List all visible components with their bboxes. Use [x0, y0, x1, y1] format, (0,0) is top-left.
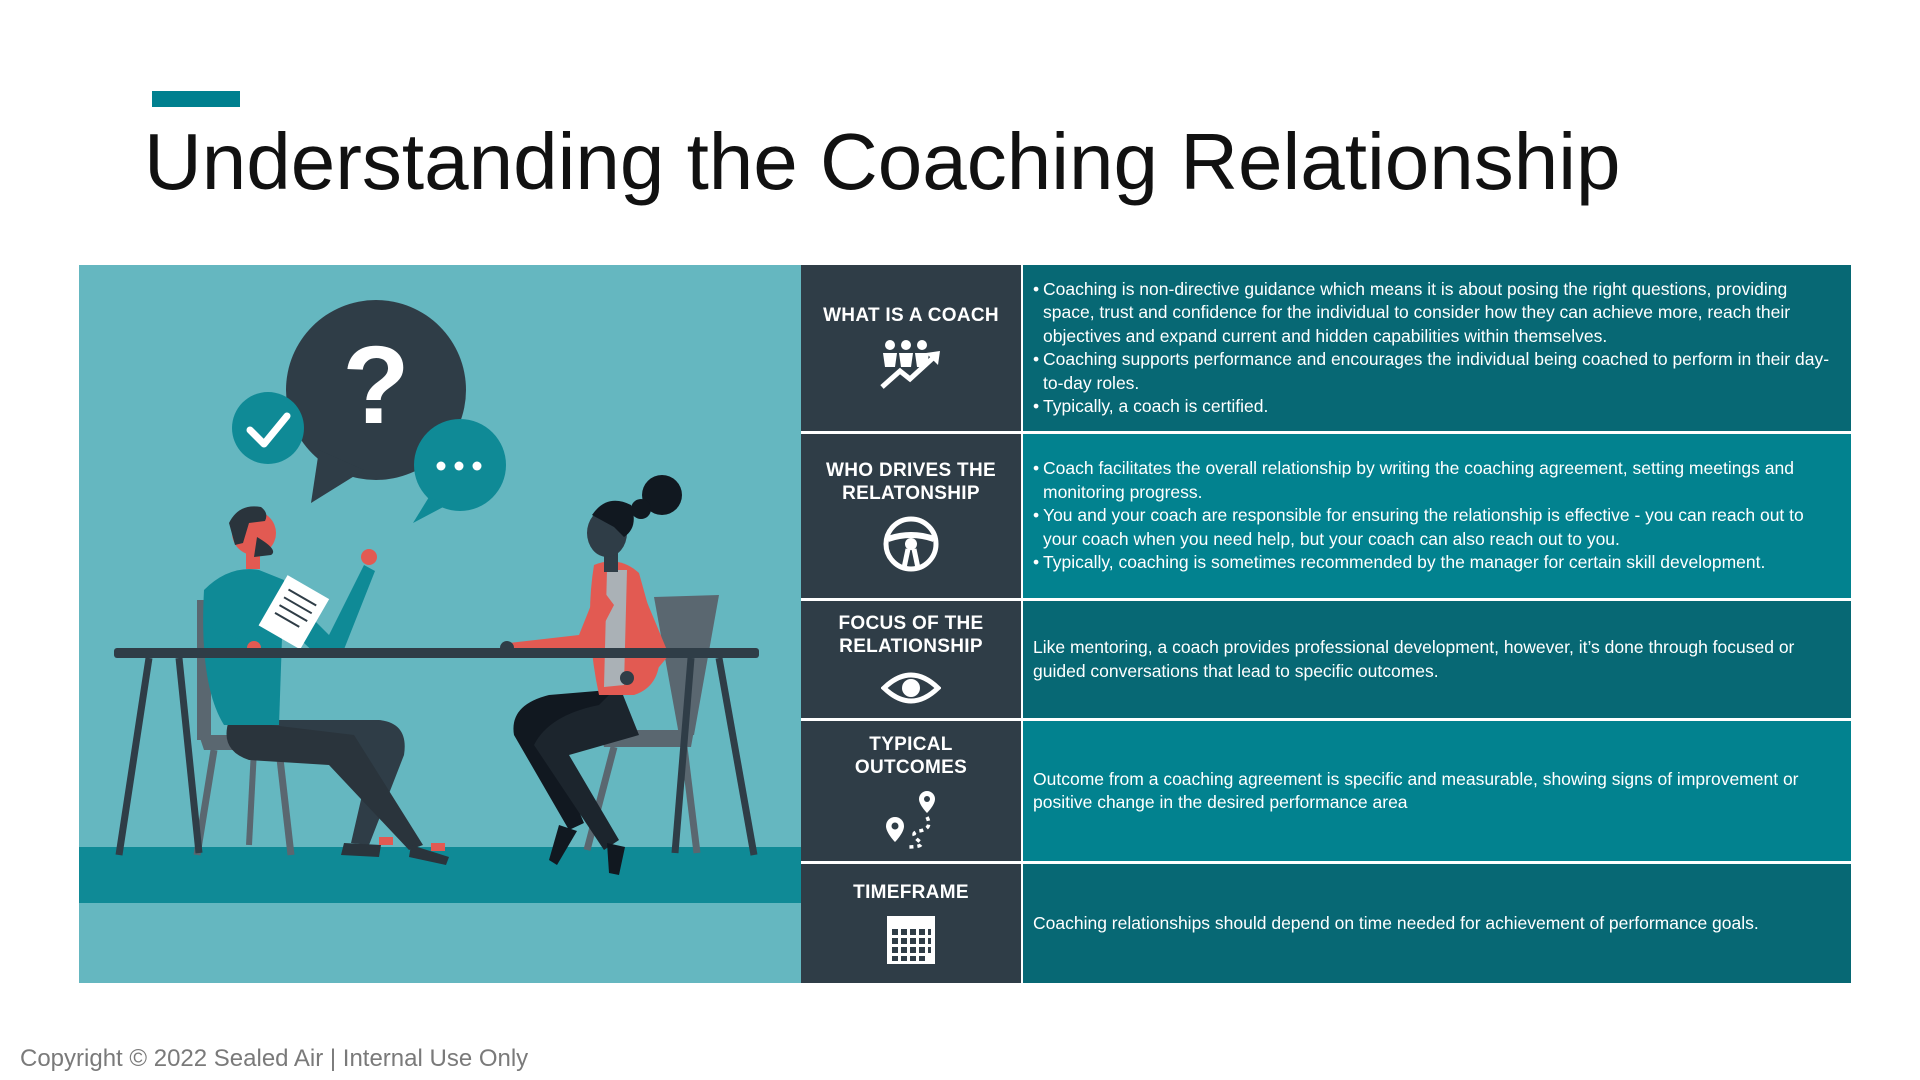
row-label-cell: TYPICAL OUTCOMES	[801, 721, 1023, 861]
row-text: Like mentoring, a coach provides profess…	[1033, 637, 1795, 681]
ellipsis-bubble-icon	[413, 419, 506, 523]
row-label: TIMEFRAME	[853, 882, 969, 903]
table	[114, 648, 759, 856]
route-pins-icon	[886, 791, 935, 849]
bullet-item: Coach facilitates the overall relationsh…	[1033, 457, 1841, 504]
bullet-item: Coaching is non-directive guidance which…	[1033, 278, 1841, 349]
bullet-item: You and your coach are responsible for e…	[1033, 504, 1841, 551]
table-row-timeframe: TIMEFRAME Coaching relationships should …	[801, 864, 1851, 983]
row-label: FOCUS OF THE RELATIONSHIP	[838, 612, 984, 657]
table-row-what-is-a-coach: WHAT IS A COACH Coaching is non-directiv…	[801, 265, 1851, 431]
question-mark: ?	[342, 324, 409, 447]
row-label: WHO DRIVES THE RELATONSHIP	[826, 460, 996, 504]
table-row-who-drives: WHO DRIVES THE RELATONSHIP Coach facilit…	[801, 434, 1851, 598]
row-label-cell: WHO DRIVES THE RELATONSHIP	[801, 434, 1023, 598]
bullet-item: Typically, a coach is certified.	[1033, 395, 1841, 419]
bullet-item: Typically, coaching is sometimes recomme…	[1033, 551, 1841, 575]
row-text: Outcome from a coaching agreement is spe…	[1033, 768, 1799, 813]
row-label-cell: TIMEFRAME	[801, 864, 1023, 983]
steering-wheel-icon	[883, 516, 939, 572]
row-content: Coaching relationships should depend on …	[1023, 864, 1851, 983]
question-bubble-icon: ?	[286, 300, 466, 503]
table-row-focus: FOCUS OF THE RELATIONSHIP Like mentoring…	[801, 601, 1851, 718]
copyright-footer: Copyright © 2022 Sealed Air | Internal U…	[20, 1045, 529, 1072]
table-row-outcomes: TYPICAL OUTCOMES Outcome from a coaching…	[801, 721, 1851, 861]
row-label-cell: FOCUS OF THE RELATIONSHIP	[801, 601, 1023, 718]
slide-title: Understanding the Coaching Relationship	[144, 117, 1621, 206]
row-content: Coach facilitates the overall relationsh…	[1023, 434, 1851, 598]
people-growth-icon	[880, 339, 940, 389]
row-content: Coaching is non-directive guidance which…	[1023, 265, 1851, 431]
row-label: WHAT IS A COACH	[823, 304, 999, 326]
row-content: Outcome from a coaching agreement is spe…	[1023, 721, 1851, 861]
title-accent-bar	[152, 91, 240, 107]
row-label-cell: WHAT IS A COACH	[801, 265, 1023, 431]
calendar-icon	[887, 916, 935, 964]
row-text: Coaching relationships should depend on …	[1033, 912, 1759, 933]
coaching-info-table: WHAT IS A COACH Coaching is non-directiv…	[801, 265, 1851, 983]
row-label: TYPICAL OUTCOMES	[854, 734, 968, 778]
checkmark-icon	[232, 392, 304, 464]
coaching-illustration: ?	[79, 265, 801, 983]
row-content: Like mentoring, a coach provides profess…	[1023, 601, 1851, 718]
bullet-item: Coaching supports performance and encour…	[1033, 348, 1841, 395]
man-figure	[203, 506, 449, 865]
eye-icon	[881, 672, 941, 703]
woman-figure	[500, 475, 682, 875]
